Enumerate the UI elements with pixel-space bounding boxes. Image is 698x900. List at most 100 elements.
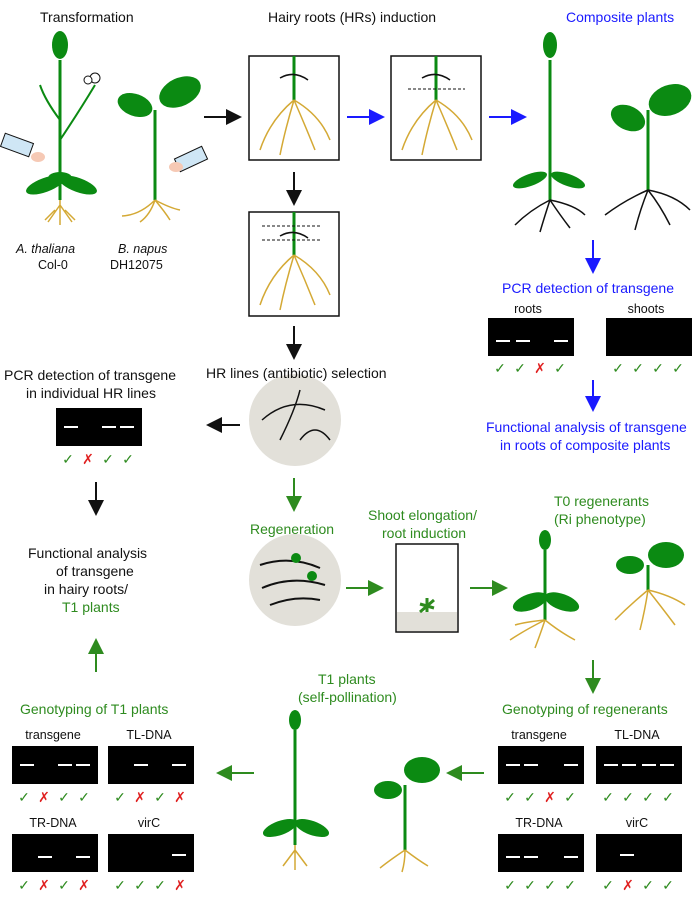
reg-trdna-results: ✓ ✓ ✓ ✓ <box>500 877 580 893</box>
gel-label: TL-DNA <box>614 728 660 742</box>
hr-box-3 <box>248 211 340 317</box>
result-mark: ✓ <box>524 877 536 893</box>
regeneration-dish <box>249 534 341 626</box>
gel-label: transgene <box>511 728 567 742</box>
result-mark: ✓ <box>18 877 30 893</box>
label-hr-selection: HR lines (antibiotic) selection <box>206 365 387 381</box>
genotyping-regenerants-title: Genotyping of regenerants <box>502 701 668 717</box>
hr-pcr-title-1: PCR detection of transgene <box>4 367 176 383</box>
functional-2: of transgene <box>56 563 134 579</box>
reg-virc-results: ✓ ✗ ✓ ✓ <box>598 877 678 893</box>
result-mark: ✓ <box>154 877 166 893</box>
result-mark: ✓ <box>554 360 566 376</box>
result-mark: ✓ <box>642 877 654 893</box>
t1-virc-results: ✓ ✓ ✓ ✗ <box>110 877 190 893</box>
result-mark: ✓ <box>18 789 30 805</box>
label-regeneration: Regeneration <box>250 521 335 537</box>
composite-functional-1: Functional analysis of transgene <box>486 419 687 435</box>
gel-label: TR-DNA <box>29 816 77 830</box>
gel-label: transgene <box>25 728 81 742</box>
label-species-2: B. napus <box>118 242 168 256</box>
result-mark: ✗ <box>38 789 50 805</box>
result-mark: ✓ <box>662 789 674 805</box>
result-mark: ✓ <box>504 877 516 893</box>
result-mark: ✓ <box>612 360 624 376</box>
result-mark: ✓ <box>102 451 114 467</box>
label-strain-2: DH12075 <box>110 258 163 272</box>
label-transformation: Transformation <box>40 9 134 25</box>
label-t0-1: T0 regenerants <box>554 493 649 509</box>
label-hr-induction: Hairy roots (HRs) induction <box>268 9 437 25</box>
t1-transgene-results: ✓ ✗ ✓ ✓ <box>14 789 94 805</box>
gel-roots <box>488 318 574 356</box>
culture-tube-icon <box>395 543 459 633</box>
functional-1: Functional analysis <box>28 545 148 561</box>
result-mark: ✓ <box>564 877 576 893</box>
flow-arrows <box>88 109 601 781</box>
result-mark: ✓ <box>494 360 506 376</box>
composite-pcr-title: PCR detection of transgene <box>502 280 674 296</box>
composite-plants-icon <box>512 32 692 233</box>
label-t1-1: T1 plants <box>318 671 376 687</box>
result-mark: ✓ <box>602 789 614 805</box>
gel-t1-transgene <box>12 746 98 784</box>
result-mark: ✗ <box>534 360 546 376</box>
t1-plants-icon <box>262 710 440 873</box>
shoots-results: ✓✓✓✓ <box>608 360 688 376</box>
gel-label-roots: roots <box>514 302 542 316</box>
arabidopsis-plant-icon <box>0 31 101 225</box>
result-mark: ✓ <box>62 451 74 467</box>
functional-4: T1 plants <box>62 599 120 615</box>
label-t0-2: (Ri phenotype) <box>554 511 646 527</box>
functional-3: in hairy roots/ <box>44 581 129 597</box>
result-mark: ✓ <box>544 877 556 893</box>
gel-label: virC <box>625 816 649 830</box>
label-shoot-elongation-1: Shoot elongation/ <box>368 507 477 523</box>
result-mark: ✗ <box>134 789 146 805</box>
result-mark: ✓ <box>622 789 634 805</box>
gel-reg-virc <box>596 834 682 872</box>
result-mark: ✓ <box>524 789 536 805</box>
label-species-1: A. thaliana <box>16 242 76 256</box>
result-mark: ✗ <box>622 877 634 893</box>
result-mark: ✓ <box>652 360 664 376</box>
reg-transgene-results: ✓✓✗✓ <box>500 789 580 805</box>
result-mark: ✓ <box>564 789 576 805</box>
gel-reg-tldna <box>596 746 682 784</box>
result-mark: ✗ <box>82 451 94 467</box>
gel-t1-virc <box>108 834 194 872</box>
genotyping-t1-title: Genotyping of T1 plants <box>20 701 169 717</box>
composite-functional-2: in roots of composite plants <box>500 437 671 453</box>
gel-label: TR-DNA <box>515 816 563 830</box>
result-mark: ✓ <box>154 789 166 805</box>
result-mark: ✓ <box>122 451 134 467</box>
result-mark: ✓ <box>672 360 684 376</box>
gel-label: TL-DNA <box>126 728 172 742</box>
label-t1-2: (self-pollination) <box>298 689 397 705</box>
result-mark: ✗ <box>174 789 186 805</box>
t0-regenerant-plants-icon <box>509 530 686 649</box>
roots-results: ✓✓✗✓ <box>490 360 570 376</box>
result-mark: ✓ <box>602 877 614 893</box>
label-composite-plants: Composite plants <box>566 9 675 25</box>
brassica-plant-icon <box>117 76 209 223</box>
label-strain-1: Col-0 <box>38 258 68 272</box>
hr-lines-results: ✓ ✗ ✓ ✓ <box>58 451 138 467</box>
t1-trdna-results: ✓✗✓✗ <box>14 877 94 893</box>
gel-t1-trdna <box>12 834 98 872</box>
result-mark: ✓ <box>58 789 70 805</box>
result-mark: ✗ <box>174 877 186 893</box>
result-mark: ✗ <box>38 877 50 893</box>
hr-box-1 <box>248 55 340 161</box>
result-mark: ✗ <box>544 789 556 805</box>
result-mark: ✓ <box>662 877 674 893</box>
result-mark: ✓ <box>134 877 146 893</box>
gel-label-shoots: shoots <box>627 302 665 316</box>
result-mark: ✓ <box>78 789 90 805</box>
hr-box-2 <box>390 55 482 161</box>
result-mark: ✓ <box>114 877 126 893</box>
hr-pcr-title-2: in individual HR lines <box>26 385 156 401</box>
gel-reg-transgene <box>498 746 584 784</box>
result-mark: ✓ <box>642 789 654 805</box>
